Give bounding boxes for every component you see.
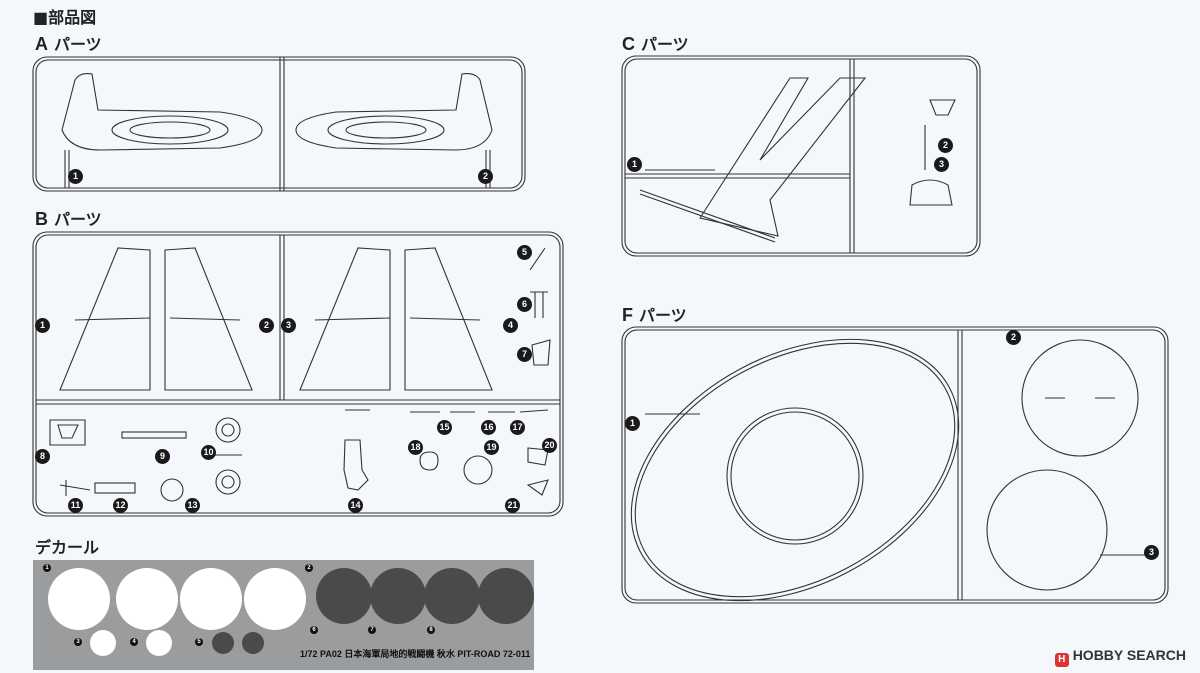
sprue-c	[621, 55, 981, 257]
decal-heading: デカール	[35, 538, 100, 557]
part-marker-b20: 20	[542, 438, 557, 453]
part-marker-c3: 3	[934, 157, 949, 172]
part-marker-b19: 19	[484, 440, 499, 455]
decal-small-white	[146, 630, 172, 656]
part-marker-b1: 1	[35, 318, 50, 333]
decal-hinomaru	[370, 568, 426, 624]
decal-hinomaru	[424, 568, 480, 624]
decal-white-roundel	[180, 568, 242, 630]
sprue-a	[32, 56, 526, 192]
part-marker-b10: 10	[201, 445, 216, 460]
part-marker-b2: 2	[259, 318, 274, 333]
decal-hinomaru	[316, 568, 372, 624]
part-marker-c1: 1	[627, 157, 642, 172]
part-marker-f1: 1	[625, 416, 640, 431]
part-marker-b18: 18	[408, 440, 423, 455]
part-marker-b13: 13	[185, 498, 200, 513]
decal-marker-4: 4	[130, 638, 138, 646]
decal-white-roundel	[48, 568, 110, 630]
watermark-text: HOBBY SEARCH	[1072, 647, 1186, 663]
hobby-search-logo-icon: H	[1054, 653, 1069, 667]
decal-marker-8: 8	[427, 626, 435, 634]
decal-marker-3: 3	[74, 638, 82, 646]
part-marker-b21: 21	[505, 498, 520, 513]
part-marker-c2: 2	[938, 138, 953, 153]
sprue-b	[32, 231, 564, 517]
part-marker-a1: 1	[68, 169, 83, 184]
part-marker-b9: 9	[155, 449, 170, 464]
part-marker-b6: 6	[517, 297, 532, 312]
part-marker-f2: 2	[1006, 330, 1021, 345]
page-title: ■部品図	[33, 8, 97, 27]
decal-white-roundel	[116, 568, 178, 630]
part-marker-f3: 3	[1144, 545, 1159, 560]
part-marker-b12: 12	[113, 498, 128, 513]
part-marker-b17: 17	[510, 420, 525, 435]
decal-marker-5: 5	[195, 638, 203, 646]
part-marker-a2: 2	[478, 169, 493, 184]
decal-marker-7: 7	[368, 626, 376, 634]
part-marker-b3: 3	[281, 318, 296, 333]
decal-marker-2: 2	[305, 564, 313, 572]
part-marker-b14: 14	[348, 498, 363, 513]
part-marker-b16: 16	[481, 420, 496, 435]
decal-caption: 1/72 PA02 日本海軍局地的戦闘機 秋水 PIT-ROAD 72-011	[300, 649, 531, 659]
part-marker-b4: 4	[503, 318, 518, 333]
part-marker-b8: 8	[35, 449, 50, 464]
part-marker-b11: 11	[68, 498, 83, 513]
decal-small-white	[90, 630, 116, 656]
decal-small-hinomaru	[212, 632, 234, 654]
decal-hinomaru	[478, 568, 534, 624]
part-marker-b7: 7	[517, 347, 532, 362]
part-marker-b5: 5	[517, 245, 532, 260]
sprue-f	[621, 326, 1169, 604]
decal-white-roundel	[244, 568, 306, 630]
decal-marker-1: 1	[43, 564, 51, 572]
decal-marker-6: 6	[310, 626, 318, 634]
decal-small-hinomaru	[242, 632, 264, 654]
part-marker-b15: 15	[437, 420, 452, 435]
